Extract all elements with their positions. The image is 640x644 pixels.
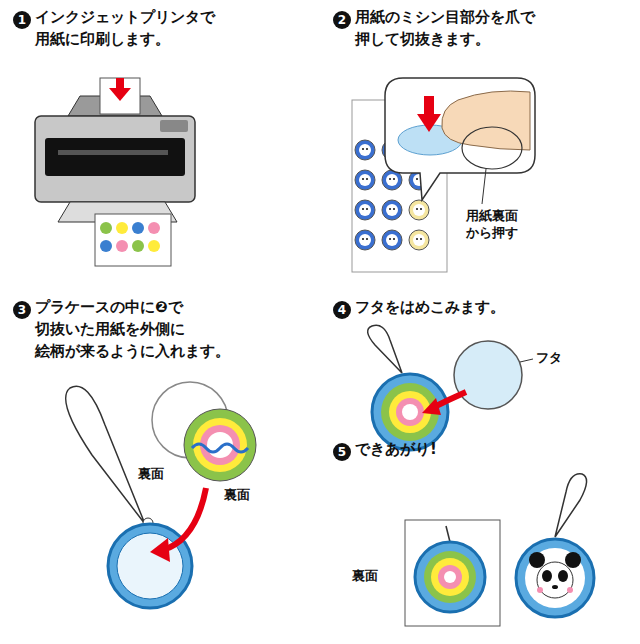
printer	[35, 78, 195, 266]
callout-number: 3	[13, 301, 31, 319]
part-label: フタ	[536, 350, 562, 367]
case-insert	[66, 382, 256, 608]
callout-number: 4	[333, 301, 351, 319]
part-label: 裏面	[224, 487, 250, 504]
step-text: インクジェットプリンタで 用紙に印刷します。	[35, 7, 235, 51]
callout-number: 1	[13, 11, 31, 29]
finished	[405, 474, 594, 626]
sheet	[352, 78, 535, 272]
callout-number: 5	[333, 443, 351, 461]
step-text: フタをはめこみます。	[355, 297, 505, 319]
part-label: 裏面	[352, 568, 378, 585]
note-label: 用紙裏面 から押す	[466, 208, 528, 242]
step-text: プラケースの中に❷で 切抜いた用紙を外側に 絵柄が来るように入れます。	[35, 297, 240, 362]
case-lid	[368, 325, 533, 450]
step-text: 用紙のミシン目部分を爪で 押して切抜きます。	[355, 7, 555, 51]
callout-number: 2	[333, 11, 351, 29]
part-label: 裏面	[138, 466, 164, 483]
step-text: できあがり!	[355, 439, 437, 461]
